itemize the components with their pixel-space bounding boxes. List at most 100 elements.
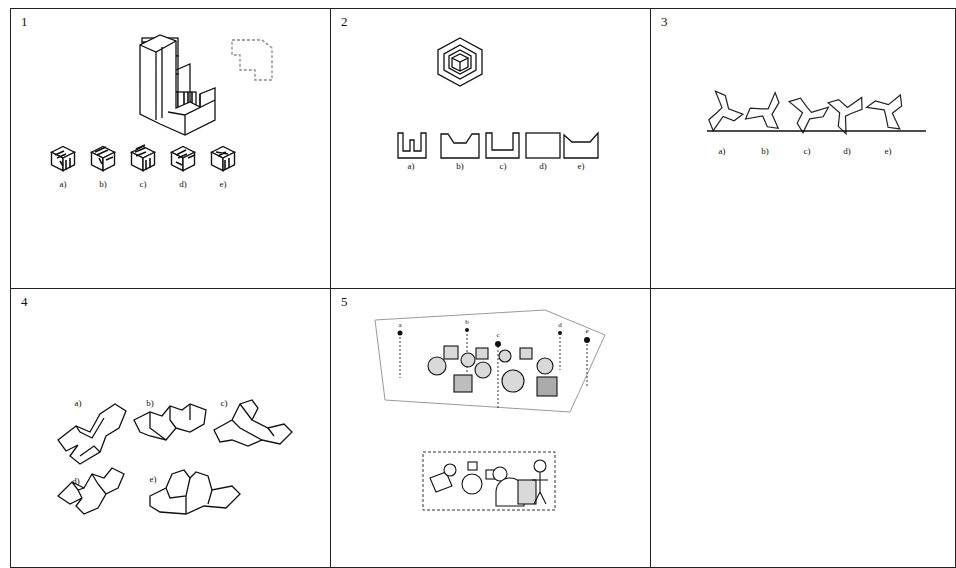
pole xyxy=(560,333,561,370)
viewpoint xyxy=(398,331,403,336)
nested-object xyxy=(438,38,482,86)
profile xyxy=(486,133,519,158)
panel: 4 xyxy=(10,288,331,568)
cube-option xyxy=(132,147,155,171)
polycube-edges xyxy=(166,478,212,514)
outer-shell xyxy=(438,38,482,86)
option-label: c) xyxy=(500,162,507,171)
cube-stripes xyxy=(55,145,229,170)
option-label: e) xyxy=(150,475,157,484)
shape-option xyxy=(742,88,794,140)
option-label: b) xyxy=(456,162,464,171)
option-label: c) xyxy=(804,147,811,156)
cube-option xyxy=(212,147,235,171)
viewpoint-poles xyxy=(400,330,587,410)
polycube-target xyxy=(140,35,272,135)
option-label: d) xyxy=(179,180,187,189)
polycube-edges xyxy=(150,404,190,440)
cube xyxy=(454,375,472,392)
option-label: d) xyxy=(539,162,547,171)
polycube xyxy=(58,468,124,514)
option-label: b) xyxy=(99,180,107,189)
middle-shell xyxy=(444,45,476,79)
stick-figure xyxy=(532,472,548,504)
option-label: c) xyxy=(140,180,147,189)
panel-number: 5 xyxy=(331,289,348,309)
viewpoint xyxy=(558,331,562,335)
option-label: e) xyxy=(578,162,585,171)
shape-option xyxy=(709,91,743,131)
sphere xyxy=(461,353,475,367)
panel-number: 4 xyxy=(11,289,28,309)
viewpoint-label: c xyxy=(496,332,499,339)
cube-option xyxy=(52,147,75,171)
profile xyxy=(398,133,426,158)
panel: 2 xyxy=(330,8,651,289)
option-label: b) xyxy=(761,147,769,156)
option-label: e) xyxy=(885,147,892,156)
option-label: a) xyxy=(408,162,415,171)
sphere xyxy=(537,358,553,374)
panel-number: 1 xyxy=(11,9,28,29)
viewpoint xyxy=(495,341,501,347)
cube xyxy=(520,348,532,359)
viewpoint-dots xyxy=(398,328,591,347)
panel-number: 2 xyxy=(331,9,348,29)
view-cube xyxy=(518,480,536,504)
option-label: d) xyxy=(843,147,851,156)
option-label: d) xyxy=(72,477,80,486)
pole xyxy=(400,333,401,378)
cube-options xyxy=(52,145,235,171)
viewpoint-label: d xyxy=(558,322,562,329)
polycube-edges xyxy=(72,474,106,498)
pole xyxy=(587,340,588,388)
shape-option xyxy=(787,97,829,134)
view-sphere xyxy=(462,474,482,494)
viewpoint-label: e xyxy=(585,328,588,335)
viewpoint xyxy=(465,328,469,332)
viewpoint-label: b xyxy=(465,319,469,326)
view-cube xyxy=(468,462,477,470)
view-sphere xyxy=(444,464,456,476)
panel: 3 xyxy=(650,8,956,289)
polycube-edges xyxy=(76,418,104,456)
viewpoint xyxy=(584,337,590,343)
shape-option xyxy=(863,83,914,132)
cube xyxy=(444,346,458,359)
view-objects xyxy=(430,460,548,506)
panel: 1 xyxy=(10,8,331,289)
profile xyxy=(526,133,560,158)
baseline xyxy=(707,130,926,132)
polycube xyxy=(58,404,126,464)
panel-number: 3 xyxy=(651,9,668,29)
scene xyxy=(375,310,605,510)
cube-option xyxy=(172,147,195,171)
polycube xyxy=(134,404,206,440)
sphere xyxy=(428,357,446,375)
cube xyxy=(476,348,488,359)
empty-panel xyxy=(651,289,956,568)
cube xyxy=(537,377,557,396)
scene-objects xyxy=(428,346,557,396)
block-edges xyxy=(140,41,215,135)
option-label: a) xyxy=(75,399,82,408)
polycube-options xyxy=(58,400,292,514)
profile xyxy=(441,134,479,158)
figure-head xyxy=(534,460,546,472)
option-label: a) xyxy=(60,180,67,189)
rotated-shapes xyxy=(707,83,926,140)
panel: 5 xyxy=(330,288,651,568)
sphere xyxy=(499,350,511,362)
sphere xyxy=(475,362,491,378)
option-label: b) xyxy=(146,399,154,408)
option-label: a) xyxy=(719,147,726,156)
pole xyxy=(498,346,499,410)
view-frame xyxy=(423,452,555,510)
floor-outline xyxy=(375,310,605,412)
block xyxy=(140,35,215,135)
viewpoint-label: a xyxy=(398,322,401,329)
polycube xyxy=(150,470,240,514)
shape-option xyxy=(820,87,866,136)
